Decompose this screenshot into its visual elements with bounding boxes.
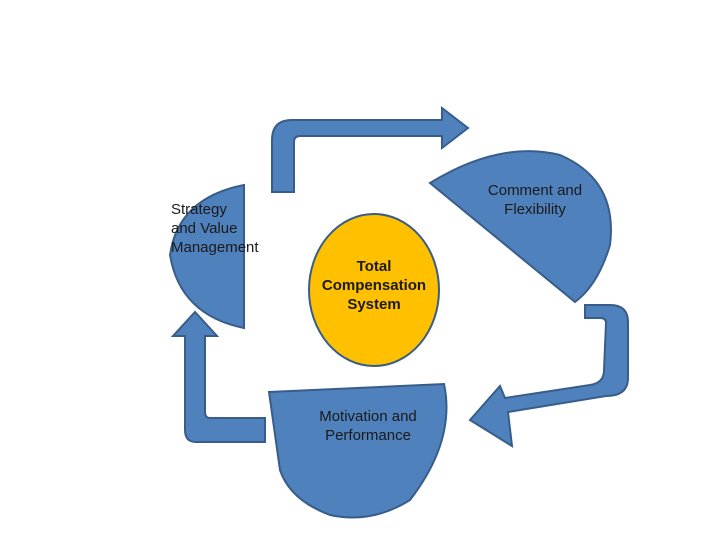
node-comment-shape xyxy=(428,150,612,304)
node-strategy-label: Strategy and Value Management xyxy=(171,201,259,256)
node-motivation-shape xyxy=(267,382,448,519)
node-strategy-shape xyxy=(168,183,245,330)
node-motivation-label: Motivation and Performance xyxy=(319,408,417,444)
center-label: Total Compensation System xyxy=(321,258,427,313)
arrow-motivation-to-strategy xyxy=(170,310,266,443)
center-ellipse xyxy=(308,213,440,367)
node-comment-label: Comment and Flexibility xyxy=(487,182,583,218)
arrow-comment-to-motivation xyxy=(468,304,629,448)
arrow-strategy-to-comment xyxy=(271,105,470,193)
